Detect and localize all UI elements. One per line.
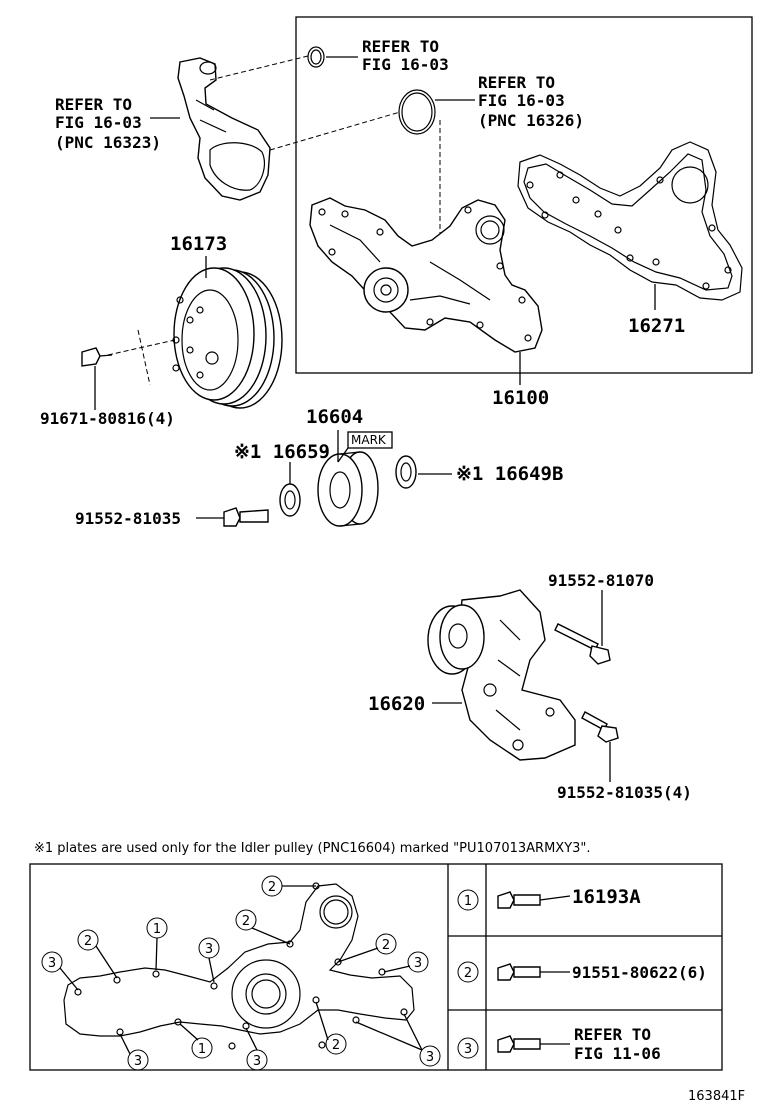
idler-pulley	[317, 451, 379, 527]
part-number-tensioner-bolt-top: 91552-81070	[548, 571, 654, 590]
water-inlet-housing	[177, 57, 271, 201]
legend-text-3-line1: REFER TO	[574, 1025, 651, 1044]
ref-oring-large-line3: (PNC 16326)	[478, 111, 584, 130]
ref-inlet-line3: (PNC 16323)	[55, 133, 161, 152]
marker-2: 2	[84, 934, 92, 949]
figure-id: 163841F	[688, 1089, 745, 1104]
marker-3: 3	[426, 1050, 434, 1065]
tensioner-bolt-bottom	[581, 711, 619, 743]
legend-text-1: 16193A	[572, 886, 641, 908]
marker-3: 3	[48, 956, 56, 971]
part-number-idler-pulley: 16604	[306, 406, 363, 428]
marker-2: 2	[268, 880, 276, 895]
legend-bolt-3	[497, 1035, 541, 1053]
legend-text-3-line2: FIG 11-06	[574, 1044, 661, 1063]
bolt-location-table	[29, 863, 723, 1071]
water-pump-gasket	[517, 141, 743, 301]
part-number-gasket: 16271	[628, 315, 685, 337]
legend-text-2: 91551-80622(6)	[572, 963, 707, 982]
mark-label-box	[347, 431, 393, 449]
marker-1: 1	[153, 922, 161, 937]
part-number-plate-left: ※1 16659	[234, 441, 330, 463]
part-number-water-pump: 16100	[492, 387, 549, 409]
legend-bolt-2	[497, 963, 541, 981]
ref-oring-large-line2: FIG 16-03	[478, 91, 565, 110]
marker-2: 2	[382, 938, 390, 953]
ref-inlet-line1: REFER TO	[55, 95, 132, 114]
tensioner-bolt-top	[554, 623, 611, 665]
marker-2: 2	[332, 1038, 340, 1053]
part-number-plate-right: ※1 16649B	[456, 463, 563, 485]
footnote: ※1 plates are used only for the Idler pu…	[34, 841, 591, 856]
plate-right	[395, 455, 417, 489]
water-pump-pulley	[172, 267, 283, 409]
part-number-tensioner: 16620	[368, 693, 425, 715]
ref-oring-large-line1: REFER TO	[478, 73, 555, 92]
legend-key-2: 2	[464, 966, 472, 981]
marker-3: 3	[205, 942, 213, 957]
legend-key-1: 1	[464, 894, 472, 909]
mark-label: MARK	[351, 433, 387, 447]
ref-oring-small-line2: FIG 16-03	[362, 55, 449, 74]
marker-3: 3	[253, 1054, 261, 1069]
part-number-pulley: 16173	[170, 233, 227, 255]
water-pump-body	[309, 197, 543, 353]
marker-1: 1	[198, 1042, 206, 1057]
bolt-marker-group	[41, 875, 479, 1071]
marker-2: 2	[242, 914, 250, 929]
marker-3: 3	[414, 956, 422, 971]
legend-key-3: 3	[464, 1042, 472, 1057]
idler-bolt	[223, 507, 269, 527]
o-ring-large	[398, 89, 436, 135]
legend-bolt-1	[497, 891, 541, 909]
marker-3: 3	[134, 1054, 142, 1069]
water-pump-assembly-frame	[295, 16, 753, 374]
part-number-tensioner-bolt-bottom: 91552-81035(4)	[557, 783, 692, 802]
o-ring-small	[307, 46, 325, 68]
plate-left	[279, 483, 301, 517]
tensioner-assembly	[427, 589, 576, 761]
ref-oring-small-line1: REFER TO	[362, 37, 439, 56]
part-number-pulley-bolt: 91671-80816(4)	[40, 409, 175, 428]
ref-inlet-line2: FIG 16-03	[55, 113, 142, 132]
part-number-idler-bolt: 91552-81035	[75, 509, 181, 528]
pulley-bolt	[81, 347, 113, 367]
